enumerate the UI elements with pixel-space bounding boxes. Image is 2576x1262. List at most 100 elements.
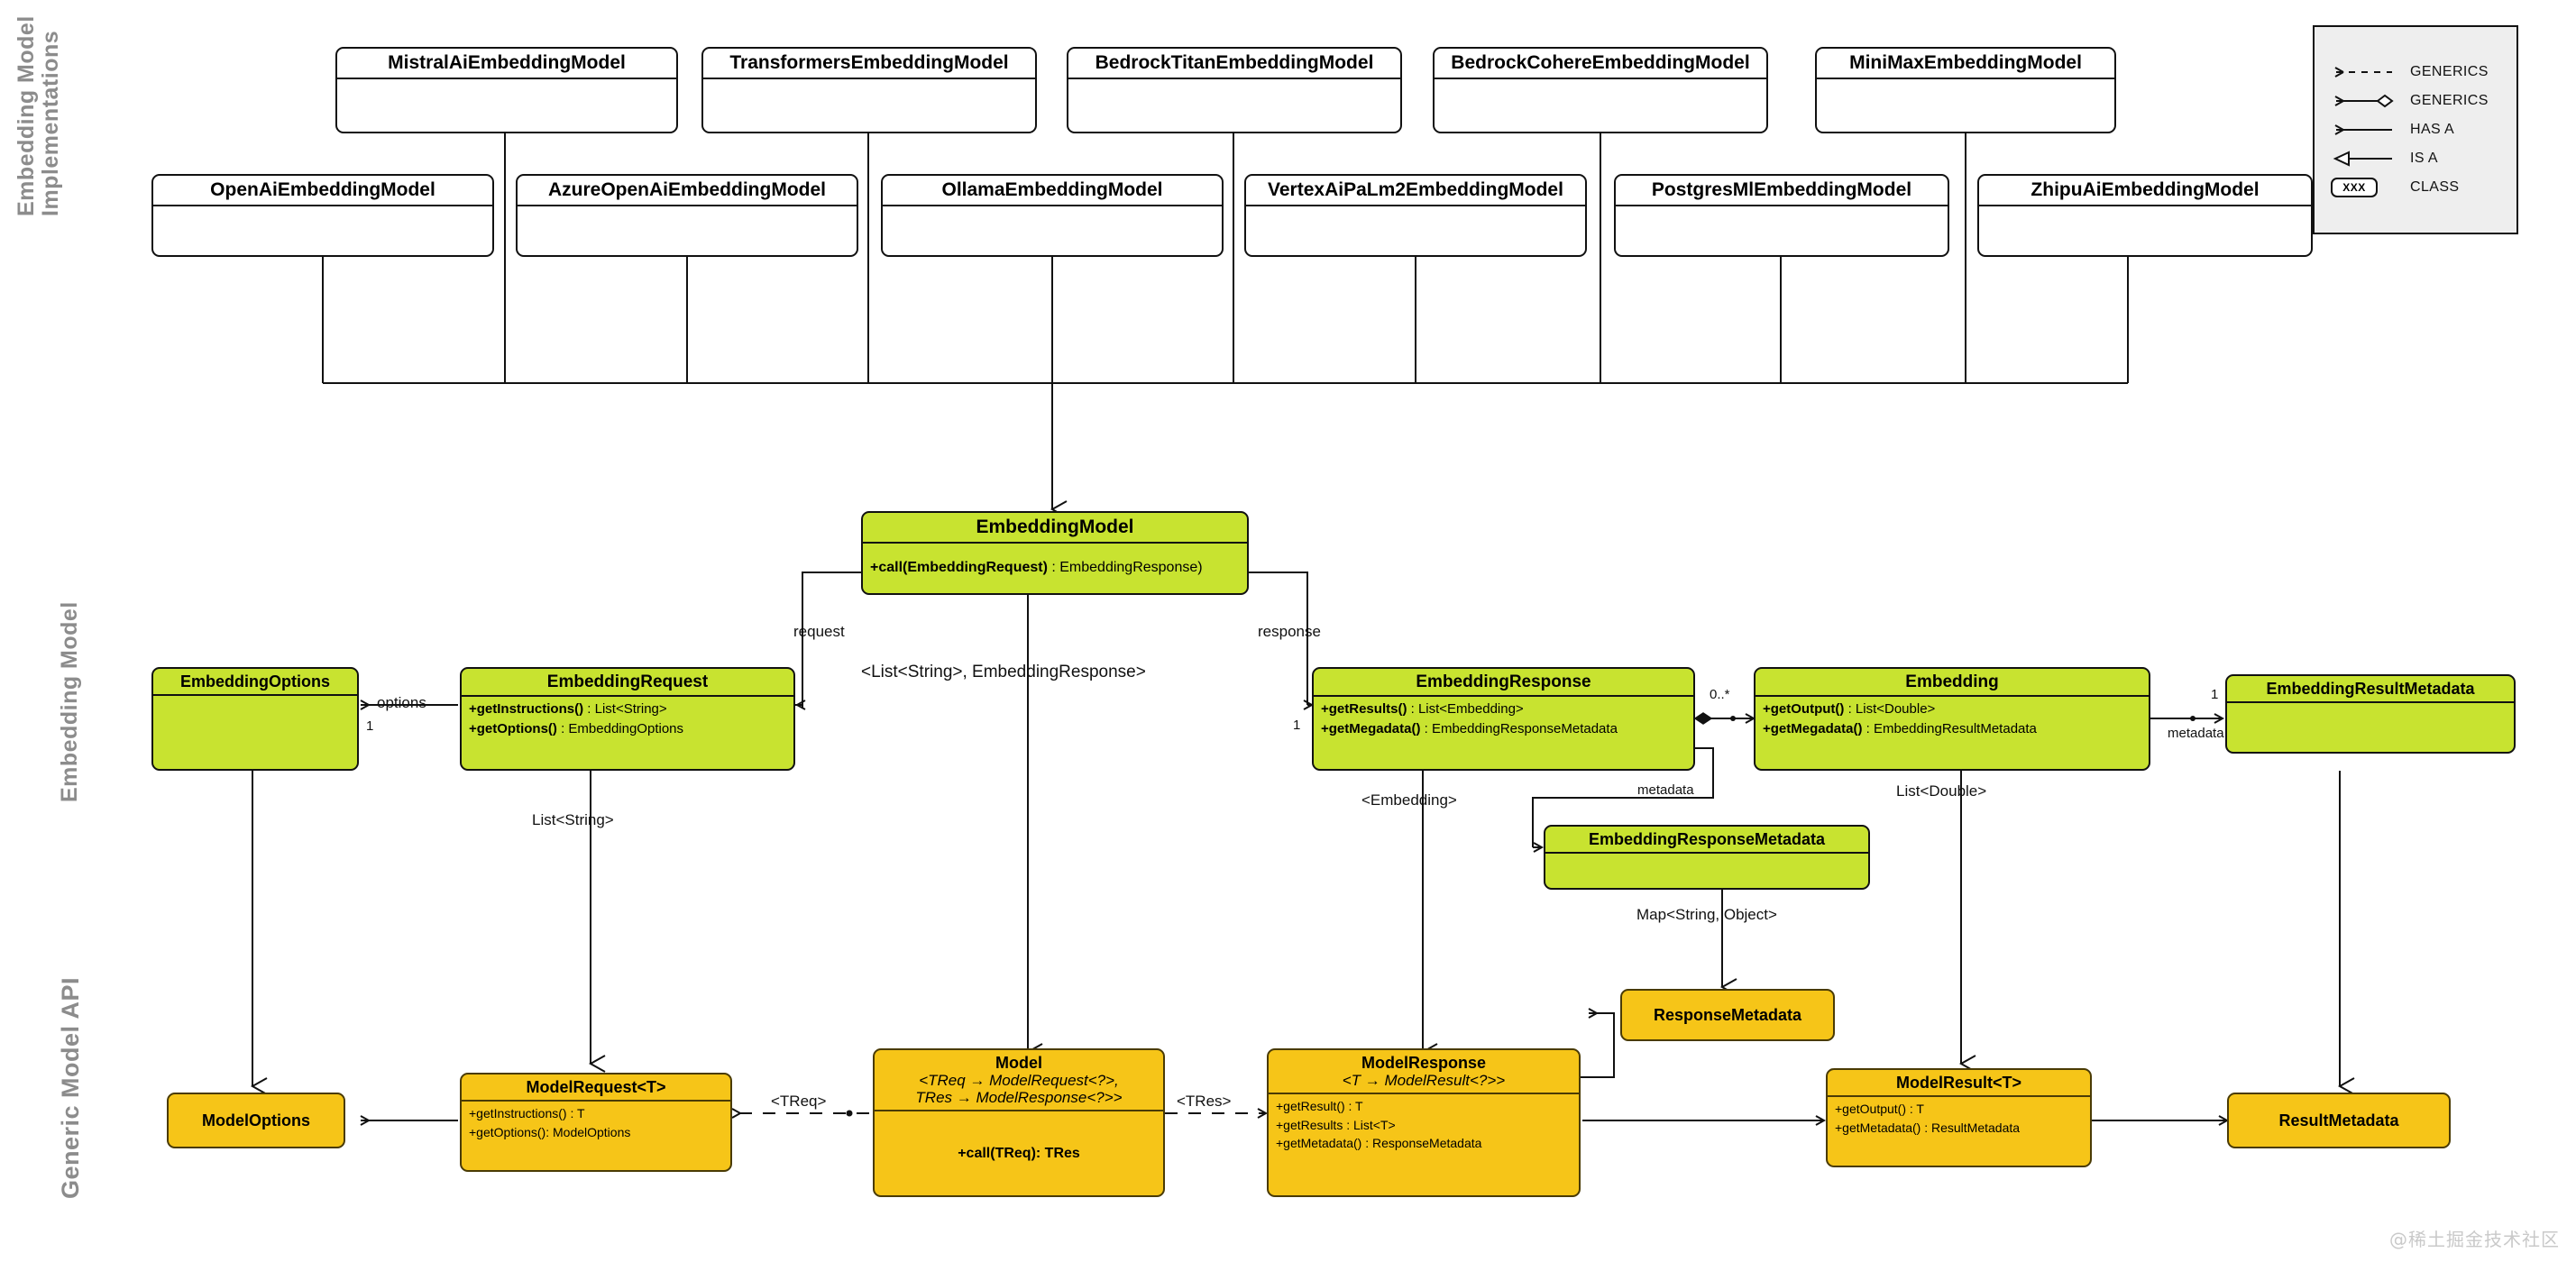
class-box-embedding-options[interactable]: EmbeddingOptions (151, 667, 359, 771)
class-body (337, 79, 676, 132)
class-separator (1246, 204, 1585, 206)
class-title: Embedding (1905, 672, 1999, 691)
class-title: EmbeddingOptions (180, 672, 330, 690)
class-separator (703, 77, 1035, 79)
edge-label-list-string: List<String> (532, 811, 614, 828)
class-box-embedding-response-metadata[interactable]: EmbeddingResponseMetadata (1544, 825, 1870, 890)
hollow-triangle-arrow-icon (2333, 151, 2392, 167)
class-body (1545, 854, 1868, 888)
method-return: : EmbeddingOptions (556, 721, 684, 737)
edge-label-options-multiplicity: 1 (366, 718, 374, 734)
edge-label-embedding-left-multiplicity: 1 (1293, 718, 1301, 733)
legend-panel: GENERICS GENERICS HAS A IS A (2313, 25, 2518, 234)
class-box-model-request[interactable]: ModelRequest<T> +getInstructions() : T +… (460, 1073, 732, 1172)
class-method: +call(TReq): TRes (958, 1145, 1080, 1161)
class-separator (1817, 77, 2114, 79)
class-title: ModelResponse <T → ModelResult<?>> (1269, 1050, 1579, 1093)
class-title: BedrockCohereEmbeddingModel (1451, 52, 1750, 73)
edge-label-tres: <TRes> (1177, 1093, 1232, 1110)
class-box-embedding-request[interactable]: EmbeddingRequest +getInstructions() : Li… (460, 667, 795, 771)
class-box-minimax-embedding-model[interactable]: MiniMaxEmbeddingModel (1815, 47, 2116, 133)
class-separator (462, 695, 793, 698)
class-body (2227, 703, 2514, 752)
class-body: +getInstructions() : T +getOptions(): Mo… (462, 1102, 730, 1170)
legend-row-class: XXX CLASS (2331, 177, 2516, 198)
class-body (1817, 79, 2114, 132)
class-box-result-metadata[interactable]: ResultMetadata (2227, 1093, 2451, 1148)
class-body (1979, 206, 2311, 255)
class-separator (337, 77, 676, 79)
class-separator (153, 204, 492, 206)
class-box-embedding-result-metadata[interactable]: EmbeddingResultMetadata (2225, 674, 2516, 754)
class-separator (462, 1100, 730, 1102)
legend-row-is-a: IS A (2331, 148, 2516, 169)
class-title: EmbeddingResponseMetadata (1588, 830, 1826, 848)
class-body: +getResult() : T +getResults : List<T> +… (1269, 1094, 1579, 1195)
class-box-model[interactable]: Model <TReq → ModelRequest<?>, TRes → Mo… (873, 1048, 1165, 1197)
class-box-embedding-response[interactable]: EmbeddingResponse +getResults() : List<E… (1312, 667, 1695, 771)
class-box-postgresml-embedding-model[interactable]: PostgresMlEmbeddingModel (1614, 174, 1949, 257)
class-generic-line-2: TRes → ModelResponse<?>> (915, 1089, 1123, 1107)
edge-label-treq: <TReq> (771, 1093, 827, 1110)
class-generic-line-1: <TReq → ModelRequest<?>, (919, 1072, 1119, 1090)
class-title: MiniMaxEmbeddingModel (1849, 52, 2082, 73)
class-method: +getOptions() : EmbeddingOptions (469, 721, 786, 738)
class-separator (1979, 204, 2311, 206)
class-title: EmbeddingModel (976, 517, 1134, 537)
legend-row-generics-diamond: GENERICS (2331, 90, 2516, 112)
class-body (153, 696, 357, 769)
class-box-openai-embedding-model[interactable]: OpenAiEmbeddingModel (151, 174, 494, 257)
class-box-bedrock-cohere-embedding-model[interactable]: BedrockCohereEmbeddingModel (1433, 47, 1768, 133)
class-title-name: ModelResponse (1361, 1054, 1487, 1072)
edge-label-request: request (793, 623, 845, 640)
class-separator (2227, 701, 2514, 704)
solid-open-arrow-icon (2334, 124, 2392, 135)
class-box-vertexai-palm2-embedding-model[interactable]: VertexAiPaLm2EmbeddingModel (1244, 174, 1587, 257)
section-label-embedding-model: Embedding Model (57, 601, 82, 802)
section-label-generic-api: Generic Model API (57, 976, 84, 1199)
class-box-model-result[interactable]: ModelResult<T> +getOutput() : T +getMeta… (1826, 1068, 2092, 1167)
class-body: +call(EmbeddingRequest) : EmbeddingRespo… (863, 544, 1247, 593)
class-box-zhipuai-embedding-model[interactable]: ZhipuAiEmbeddingModel (1977, 174, 2313, 257)
method-return: : EmbeddingResultMetadata (1862, 721, 2037, 737)
diamond-arrow-icon (2334, 94, 2394, 108)
class-box-azure-openai-embedding-model[interactable]: AzureOpenAiEmbeddingModel (516, 174, 858, 257)
class-box-bedrock-titan-embedding-model[interactable]: BedrockTitanEmbeddingModel (1067, 47, 1402, 133)
class-title: PostgresMlEmbeddingModel (1651, 179, 1912, 200)
edge-label-list-double: List<Double> (1896, 782, 1987, 800)
class-separator (1068, 77, 1400, 79)
class-method: +getInstructions() : T (469, 1106, 585, 1121)
method-return: : List<Double> (1844, 701, 1936, 718)
method-signature: +getMegadata() (1321, 721, 1421, 737)
class-body (883, 206, 1222, 255)
edge-label-map-string-object: Map<String, Object> (1636, 906, 1777, 923)
class-body (1616, 206, 1948, 255)
class-box-model-options[interactable]: ModelOptions (167, 1093, 345, 1148)
class-body: +getResults() : List<Embedding> +getMega… (1314, 697, 1693, 769)
class-separator (518, 204, 857, 206)
class-title: ModelRequest<T> (526, 1078, 666, 1096)
class-box-response-metadata[interactable]: ResponseMetadata (1620, 989, 1835, 1041)
class-method: +getInstructions() : List<String> (469, 701, 786, 718)
legend-label: GENERICS (2410, 93, 2489, 108)
edge-label-options: options (377, 694, 426, 711)
class-box-transformers-embedding-model[interactable]: TransformersEmbeddingModel (701, 47, 1037, 133)
edge-label-embedding-generic: <Embedding> (1361, 791, 1457, 809)
edge-label-metadata-result: metadata (2168, 726, 2224, 741)
class-box-embedding-model[interactable]: EmbeddingModel +call(EmbeddingRequest) :… (861, 511, 1249, 595)
method-signature: +getInstructions() (469, 701, 584, 718)
class-title: ResultMetadata (2278, 1111, 2399, 1129)
class-box-embedding[interactable]: Embedding +getOutput() : List<Double> +g… (1754, 667, 2150, 771)
class-title: VertexAiPaLm2EmbeddingModel (1268, 179, 1563, 200)
method-signature: +call(EmbeddingRequest) (870, 560, 1048, 576)
method-signature: +getOptions() (469, 721, 557, 737)
class-title: MistralAiEmbeddingModel (388, 52, 626, 73)
class-box-ollama-embedding-model[interactable]: OllamaEmbeddingModel (881, 174, 1224, 257)
legend-row-has-a: HAS A (2331, 119, 2516, 141)
class-method: +getResults() : List<Embedding> (1321, 701, 1686, 718)
class-box-model-response[interactable]: ModelResponse <T → ModelResult<?>> +getR… (1267, 1048, 1581, 1197)
class-body: +getOutput() : T +getMetadata() : Result… (1828, 1097, 2090, 1166)
class-box-mistralai-embedding-model[interactable]: MistralAiEmbeddingModel (335, 47, 678, 133)
section-label-implementations-line1: Embedding Model (14, 15, 39, 216)
legend-label: CLASS (2410, 179, 2460, 195)
